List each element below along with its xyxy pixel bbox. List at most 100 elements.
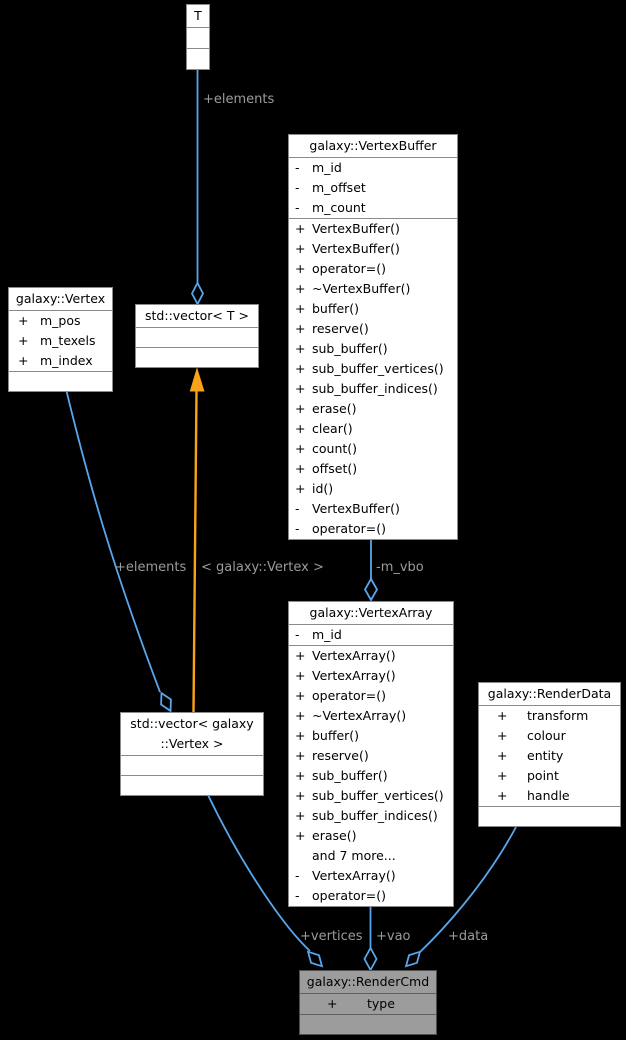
member-name: erase() (312, 401, 357, 416)
class-title: std::vector< galaxy ::Vertex > (130, 716, 254, 751)
visibility: + (295, 341, 306, 356)
member-row: -VertexArray() (289, 866, 453, 886)
visibility: + (18, 313, 29, 328)
class-box-vertex[interactable]: galaxy::Vertex +m_pos +m_texels +m_index (8, 287, 113, 392)
attributes-compartment: -m_id -m_offset -m_count (289, 157, 457, 218)
visibility: + (295, 768, 306, 783)
member-row: + ~VertexBuffer() (289, 279, 457, 299)
member-row: +buffer() (289, 299, 457, 319)
member-name: VertexBuffer() (312, 221, 400, 236)
member-row: +offset() (289, 459, 457, 479)
class-title: galaxy::Vertex (15, 291, 106, 306)
class-box-vertex-buffer[interactable]: galaxy::VertexBuffer -m_id -m_offset -m_… (288, 134, 458, 540)
member-name: m_index (40, 353, 93, 368)
aggregation-diamond-icon (363, 946, 378, 972)
member-row: + sub_buffer_vertices() (289, 359, 457, 379)
member-row: + sub_buffer() (289, 339, 457, 359)
visibility: + (295, 688, 306, 703)
member-row: +transform (479, 706, 620, 726)
template-arrow-icon (189, 367, 205, 392)
member-name: buffer() (312, 301, 360, 316)
member-row: -operator=() (289, 519, 457, 539)
member-name: sub_buffer_vertices() (312, 788, 444, 803)
member-row: -operator=() (289, 886, 453, 906)
member-name: operator=() (312, 261, 386, 276)
edge-elements-t-to-vector (190, 70, 205, 306)
member-name: offset() (312, 461, 358, 476)
empty-compartment (187, 27, 209, 48)
class-title: galaxy::VertexBuffer (309, 138, 437, 153)
member-row: +id() (289, 479, 457, 499)
member-row: +m_pos (9, 311, 112, 331)
member-name: sub_buffer_indices() (312, 808, 438, 823)
member-name: handle (527, 788, 570, 803)
class-title: galaxy::VertexArray (309, 605, 433, 620)
member-name: m_texels (40, 333, 96, 348)
member-name: sub_buffer() (312, 768, 388, 783)
class-box-render-cmd[interactable]: galaxy::RenderCmd +type (299, 970, 437, 1035)
visibility: + (497, 768, 508, 783)
member-name: operator=() (312, 521, 386, 536)
aggregation-diamond-icon (306, 950, 324, 968)
member-name: erase() (312, 828, 357, 843)
visibility: - (295, 868, 300, 883)
member-row: +sub_buffer_indices() (289, 806, 453, 826)
visibility: + (295, 481, 306, 496)
class-box-render-data[interactable]: galaxy::RenderData +transform +colour +e… (478, 682, 621, 827)
member-name: sub_buffer() (312, 341, 388, 356)
empty-compartment (121, 775, 263, 795)
member-name: ~VertexBuffer() (312, 281, 411, 296)
edge-elements-vertex-to-vector (65, 388, 172, 713)
member-name: VertexArray() (312, 868, 396, 883)
visibility: + (295, 648, 306, 663)
class-box-std-vector-t[interactable]: std::vector< T > (135, 304, 259, 368)
member-row: +operator=() (289, 259, 457, 279)
visibility: + (295, 361, 306, 376)
attributes-compartment: +transform +colour +entity +point + handl… (479, 705, 620, 806)
class-title: galaxy::RenderCmd (306, 974, 430, 989)
class-box-t[interactable]: T (186, 4, 210, 70)
visibility: - (295, 627, 300, 642)
member-name: m_id (312, 627, 342, 642)
visibility: + (295, 241, 306, 256)
empty-compartment (9, 371, 112, 391)
member-name: count() (312, 441, 358, 456)
visibility: - (295, 200, 300, 215)
class-box-std-vector-vertex[interactable]: std::vector< galaxy ::Vertex > (120, 712, 264, 796)
visibility: + (295, 321, 306, 336)
member-row: +point (479, 766, 620, 786)
edge-data (404, 826, 517, 968)
visibility: + (327, 996, 338, 1011)
empty-compartment (136, 327, 258, 347)
aggregation-diamond-icon (190, 281, 205, 306)
member-row: +count() (289, 439, 457, 459)
visibility: + (497, 788, 508, 803)
member-row: + sub_buffer() (289, 766, 453, 786)
member-row: +type (300, 994, 436, 1014)
member-row: + handle (479, 786, 620, 806)
member-row: +reserve() (289, 319, 457, 339)
attributes-compartment: -m_id (289, 624, 453, 645)
class-title: std::vector< T > (145, 308, 249, 323)
member-name: operator=() (312, 888, 386, 903)
visibility: + (295, 281, 306, 296)
visibility: + (295, 708, 306, 723)
member-row: -m_id (289, 158, 457, 178)
member-name: sub_buffer_vertices() (312, 361, 444, 376)
visibility: + (295, 728, 306, 743)
edge-label-vao: +vao (376, 929, 411, 944)
visibility: + (295, 401, 306, 416)
class-title: T (194, 8, 202, 23)
member-name: operator=() (312, 688, 386, 703)
class-box-vertex-array[interactable]: galaxy::VertexArray -m_id +VertexArray()… (288, 601, 454, 907)
member-row: +colour (479, 726, 620, 746)
member-row: +entity (479, 746, 620, 766)
aggregation-diamond-icon (160, 691, 172, 713)
member-name: m_offset (312, 180, 366, 195)
member-row: +VertexBuffer() (289, 239, 457, 259)
visibility: + (295, 381, 306, 396)
visibility: - (295, 501, 300, 516)
visibility: - (295, 888, 300, 903)
member-name: sub_buffer_indices() (312, 381, 438, 396)
